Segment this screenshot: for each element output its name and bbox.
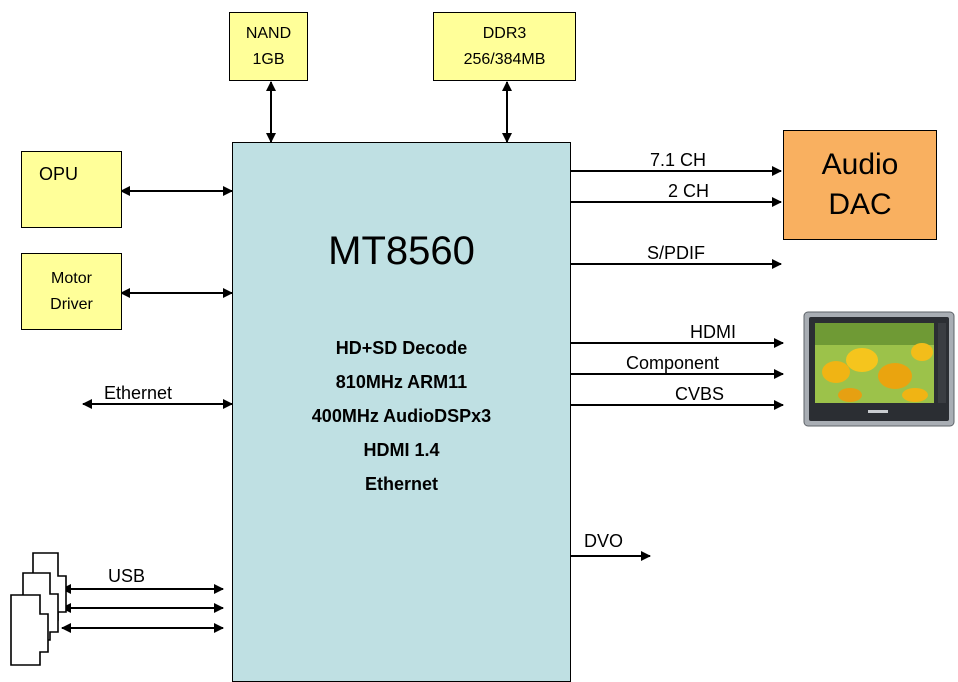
spdif-label: S/PDIF bbox=[647, 243, 705, 263]
audio-dac-box: Audio DAC bbox=[783, 130, 937, 240]
dac-label: DAC bbox=[828, 185, 891, 225]
opu-box: OPU bbox=[21, 151, 122, 228]
soc-name: MT8560 bbox=[233, 229, 570, 273]
soc-features: HD+SD Decode 810MHz ARM11 400MHz AudioDS… bbox=[233, 331, 570, 501]
ddr3-box: DDR3 256/384MB bbox=[433, 12, 576, 81]
soc-feature: 810MHz ARM11 bbox=[233, 365, 570, 399]
opu-label: OPU bbox=[39, 164, 78, 185]
driver-label: Driver bbox=[50, 292, 93, 318]
nand-box: NAND 1GB bbox=[229, 12, 308, 81]
motor-driver-box: Motor Driver bbox=[21, 253, 122, 330]
ch71-label: 7.1 CH bbox=[650, 150, 706, 170]
soc-feature: HD+SD Decode bbox=[233, 331, 570, 365]
cvbs-label: CVBS bbox=[675, 384, 724, 404]
soc-feature: Ethernet bbox=[233, 467, 570, 501]
ch2-label: 2 CH bbox=[668, 181, 709, 201]
soc-feature: 400MHz AudioDSPx3 bbox=[233, 399, 570, 433]
mt8560-soc-box: MT8560 HD+SD Decode 810MHz ARM11 400MHz … bbox=[232, 142, 571, 682]
motor-label: Motor bbox=[51, 266, 92, 292]
audio-label: Audio bbox=[822, 145, 899, 185]
tv-display-icon bbox=[804, 312, 954, 426]
usb-device-icon bbox=[11, 553, 66, 665]
soc-feature: HDMI 1.4 bbox=[233, 433, 570, 467]
ddr3-label: DDR3 bbox=[483, 21, 527, 47]
usb-label: USB bbox=[108, 566, 145, 586]
ddr3-size: 256/384MB bbox=[464, 47, 546, 73]
nand-label: NAND bbox=[246, 21, 291, 47]
dvo-label: DVO bbox=[584, 531, 623, 551]
component-label: Component bbox=[626, 353, 719, 373]
nand-size: 1GB bbox=[252, 47, 284, 73]
hdmi-label: HDMI bbox=[690, 322, 736, 342]
ethernet-label: Ethernet bbox=[104, 383, 172, 403]
